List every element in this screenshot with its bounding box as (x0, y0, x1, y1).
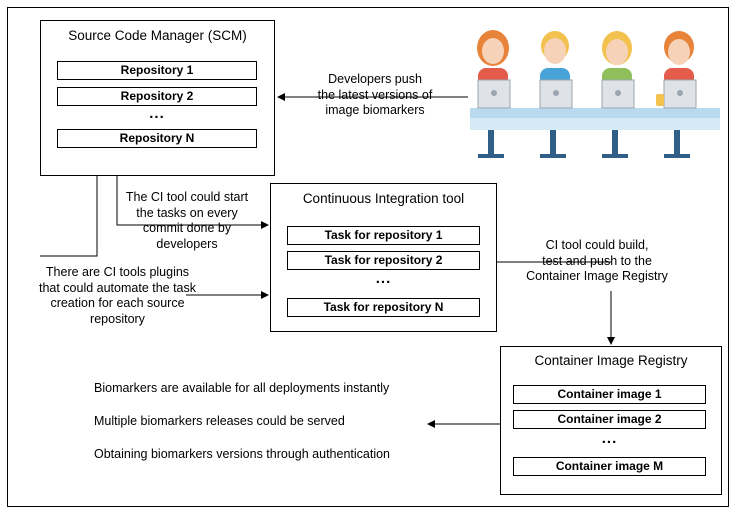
ci-start-label: The CI tool could start the tasks on eve… (112, 190, 262, 252)
label-line: The CI tool could start (125, 190, 249, 204)
scm-title: Source Code Manager (SCM) (68, 28, 247, 43)
ci-plugins-label: There are CI tools plugins that could au… (30, 265, 205, 327)
repository-item: Repository N (57, 129, 257, 148)
scm-ellipsis: ... (149, 105, 165, 122)
label-line: Developers push (328, 72, 422, 86)
label-line: commit done by (142, 221, 232, 235)
developers-push-label: Developers push the latest versions of i… (290, 72, 460, 119)
label-line: image biomarkers (325, 103, 425, 117)
ci-box: Continuous Integration tool Task for rep… (270, 183, 497, 332)
repository-item: Repository 1 (57, 61, 257, 80)
label-line: creation for each source (50, 296, 185, 310)
ci-title: Continuous Integration tool (302, 191, 465, 206)
ci-ellipsis: ... (375, 270, 392, 287)
benefit-item: Multiple biomarkers releases could be se… (94, 414, 345, 428)
label-line: There are CI tools plugins (45, 265, 190, 279)
label-line: the tasks on every (136, 205, 238, 220)
developers-at-desk-icon (470, 30, 720, 158)
label-line: Container Image Registry (526, 269, 668, 283)
container-image-item: Container image 1 (513, 385, 706, 404)
ci-build-label: CI tool could build, test and push to th… (512, 238, 682, 285)
label-line: repository (90, 311, 145, 326)
label-line: developers (156, 236, 218, 251)
label-line: that could automate the task (38, 280, 197, 295)
arrow-scm-to-ci-plugins (40, 176, 98, 257)
benefit-item: Obtaining biomarkers versions through au… (94, 447, 391, 461)
label-line: CI tool could build, (545, 238, 649, 252)
registry-ellipsis: ... (601, 430, 618, 447)
repository-item: Repository 2 (57, 87, 257, 106)
task-item: Task for repository N (287, 298, 480, 317)
registry-title: Container Image Registry (534, 353, 688, 368)
task-item: Task for repository 2 (287, 251, 480, 270)
scm-box: Source Code Manager (SCM) Repository 1 R… (40, 20, 275, 176)
container-image-item: Container image 2 (513, 410, 706, 429)
container-image-item: Container image M (513, 457, 706, 476)
task-item: Task for repository 1 (287, 226, 480, 245)
diagram-frame (7, 7, 729, 507)
registry-box: Container Image Registry Container image… (500, 346, 722, 495)
label-line: test and push to the (542, 253, 652, 268)
label-line: the latest versions of (317, 87, 433, 102)
arrow-scm-to-ci-start (116, 176, 269, 229)
benefit-item: Biomarkers are available for all deploym… (94, 381, 390, 395)
